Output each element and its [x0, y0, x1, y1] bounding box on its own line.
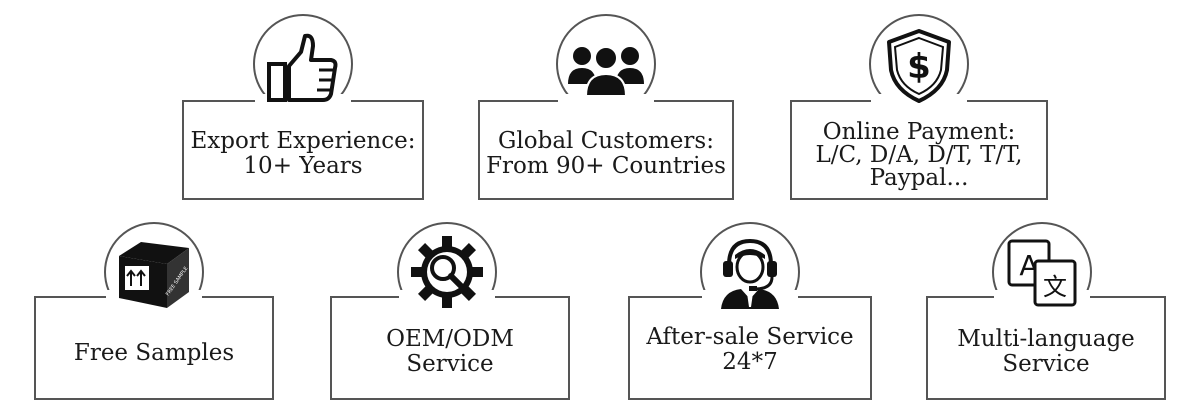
feature-line: 10+ Years — [243, 153, 363, 179]
headset-agent-icon — [710, 232, 790, 312]
feature-line: Service — [406, 351, 494, 377]
feature-card-customers: Global Customers: From 90+ Countries — [478, 14, 734, 200]
feature-line: Paypal... — [869, 164, 969, 191]
feature-line: From 90+ Countries — [486, 153, 726, 179]
thumbs-up-icon — [263, 28, 343, 108]
shield-dollar-icon: $ — [879, 26, 959, 106]
svg-text:$: $ — [907, 47, 931, 87]
feature-line: Service — [1002, 351, 1090, 377]
people-group-icon — [566, 28, 646, 108]
feature-line: L/C, D/A, D/T, T/T, — [815, 141, 1023, 168]
feature-card-language: A 文 Multi-language Service — [926, 222, 1166, 400]
feature-line: OEM/ODM — [386, 326, 514, 352]
feature-line: After-sale Service — [646, 324, 854, 350]
feature-line: Multi-language — [957, 326, 1135, 352]
feature-card-oem: OEM/ODM Service — [330, 222, 570, 400]
translate-glyph-cjk: 文 — [1043, 273, 1067, 301]
feature-line: Global Customers: — [498, 128, 714, 154]
feature-line: 24*7 — [722, 349, 778, 375]
box-icon: FREE SAMPLE — [114, 234, 194, 314]
gear-search-icon — [407, 232, 487, 312]
feature-card-payment: $ Online Payment: L/C, D/A, D/T, T/T, Pa… — [790, 14, 1048, 200]
feature-card-aftersale: After-sale Service 24*7 — [628, 222, 872, 400]
feature-card-export: Export Experience: 10+ Years — [182, 14, 424, 200]
feature-line: Free Samples — [73, 339, 235, 366]
feature-line: Online Payment: — [822, 118, 1016, 145]
feature-line: Export Experience: — [190, 128, 416, 154]
translate-icon: A 文 — [1002, 232, 1082, 312]
feature-card-samples: FREE SAMPLE Free Samples — [34, 222, 274, 400]
